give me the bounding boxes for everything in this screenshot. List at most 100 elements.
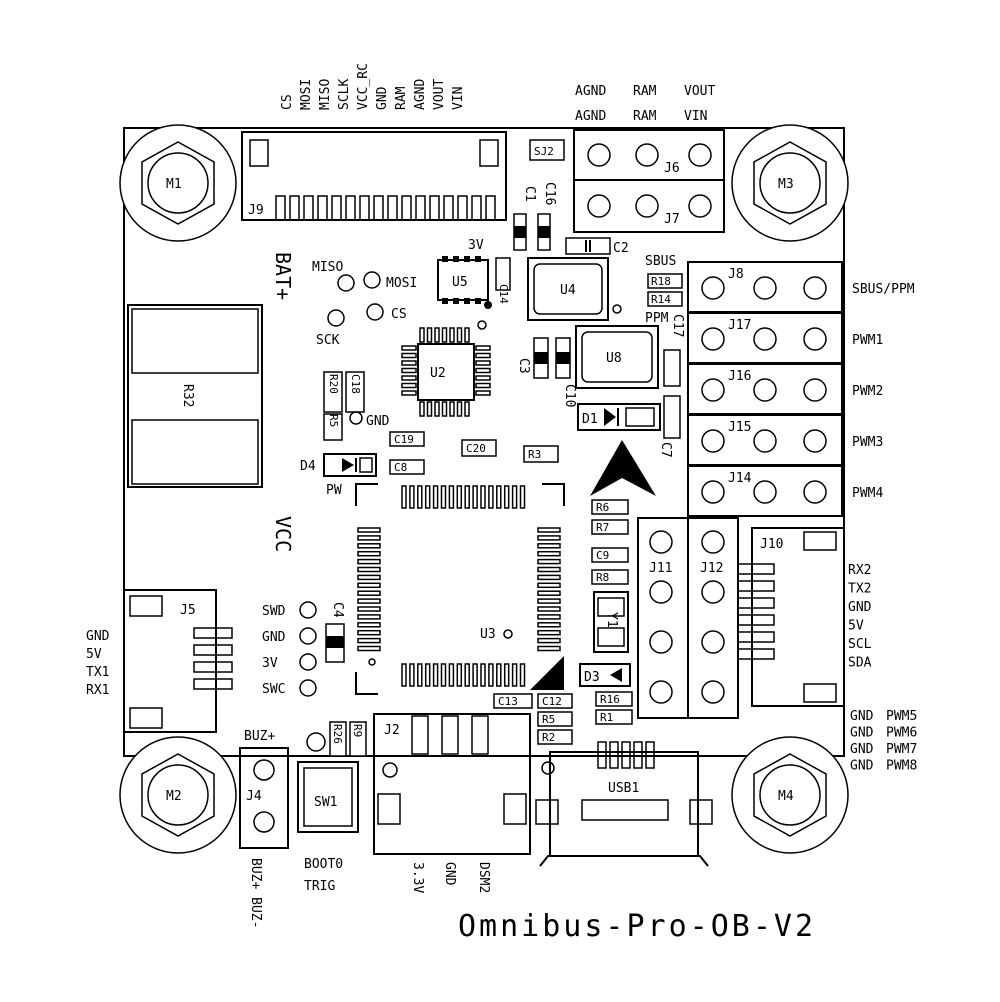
- pwm-header-label: SBUS/PPM: [852, 282, 915, 297]
- pad-sck-label: SCK: [316, 333, 340, 348]
- j9-pin-0: VIN: [451, 87, 466, 110]
- video-bottom-2: VIN: [684, 109, 707, 124]
- resistor-r16: R16: [595, 691, 633, 707]
- c2-label: C2: [613, 241, 629, 256]
- j10-pin-0: RX2: [848, 563, 871, 578]
- j9-ref: J9: [248, 203, 264, 218]
- j10-ref: J10: [760, 537, 783, 552]
- j6-label: J6: [664, 161, 680, 176]
- u4-label: U4: [560, 283, 576, 298]
- j10-pin-4: SCL: [848, 637, 872, 652]
- c20-label: C20: [466, 442, 486, 455]
- j9-pin-1: VOUT: [432, 79, 447, 110]
- j2-pin-1: GND: [442, 862, 457, 886]
- bat-plus-label: BAT+: [271, 252, 295, 300]
- c1-label: C1: [522, 186, 537, 202]
- mount-hole-m4: M4: [731, 736, 849, 854]
- cap-c19: C19: [389, 431, 425, 447]
- j5-pin-1: 5V: [86, 647, 102, 662]
- r6-label: R6: [596, 501, 609, 514]
- c12-label: C12: [542, 695, 562, 708]
- pwm-header-box: [687, 261, 843, 313]
- board-title: Omnibus-Pro-OB-V2: [458, 909, 816, 944]
- sbus-ppm-resistors: SBUS R18 R14 PPM C17: [645, 254, 685, 337]
- pwm-header-box: [687, 465, 843, 517]
- j9-pin-8: MOSI: [299, 79, 314, 110]
- j9-pin-9: CS: [280, 94, 295, 110]
- d4-label: D4: [300, 459, 316, 474]
- jumper-sj2: SJ2: [529, 139, 565, 161]
- pwm-header-label: PWM1: [852, 333, 883, 348]
- c8-label: C8: [394, 461, 407, 474]
- swd-3v-label: 3V: [262, 656, 278, 671]
- video-top-0: AGND: [575, 84, 606, 99]
- buz-label: BUZ+: [244, 729, 275, 744]
- cap-c7: C7: [658, 395, 681, 458]
- cap-c10: C10: [555, 337, 577, 407]
- c9-label: C9: [596, 549, 609, 562]
- j10-pin-1: TX2: [848, 582, 871, 597]
- c19-label: C19: [394, 433, 414, 446]
- d1-label: D1: [582, 412, 598, 427]
- u5-label: U5: [452, 275, 468, 290]
- j2-ref: J2: [384, 723, 400, 738]
- pwm-extra-pwm: PWM7: [886, 742, 917, 757]
- spi-pads: MISO MOSI SCK CS: [312, 260, 417, 348]
- u3-label: U3: [480, 627, 496, 642]
- pwm-extra-pwm: PWM6: [886, 726, 917, 741]
- pwm-header-box: [687, 414, 843, 466]
- resistor-r3: R3: [523, 445, 559, 463]
- m1-label: M1: [166, 177, 182, 192]
- m3-label: M3: [778, 177, 794, 192]
- cap-c20: C20: [461, 439, 497, 457]
- pwm-extra-pwm: PWM8: [886, 759, 917, 774]
- c17-label: C17: [670, 314, 685, 337]
- pwm-header-ref: J8: [728, 267, 744, 282]
- pad-miso-label: MISO: [312, 260, 343, 275]
- pad-mosi-label: MOSI: [386, 276, 417, 291]
- c14-label: C14: [497, 284, 510, 304]
- connector-j9: J9: [241, 131, 507, 221]
- swd-pads: SWD GND 3V SWC C4: [262, 601, 345, 697]
- header-j6-j7: J6 J7: [573, 129, 725, 233]
- resistor-r32: R32: [127, 304, 263, 488]
- c3-label: C3: [516, 358, 531, 374]
- buzzer-j4: BUZ+ J4 BUZ+ BUZ-: [239, 729, 326, 928]
- resistors-r26-r9: R26 R9: [329, 721, 367, 757]
- pwm-header-box: [687, 363, 843, 415]
- j10-pin-2: GND: [848, 600, 872, 615]
- j9-pin-7: MISO: [318, 79, 333, 110]
- swd-label: SWD: [262, 604, 286, 619]
- pwm-extra-gnd: GND: [850, 726, 874, 741]
- passives-left: R20 C18 R5 GND: [323, 371, 390, 441]
- pwm-extra-gnd: GND: [850, 759, 874, 774]
- pwm-header-label: PWM4: [852, 486, 883, 501]
- r8-label: R8: [596, 571, 609, 584]
- j5-ref: J5: [180, 603, 196, 618]
- cap-c3: C3: [516, 337, 549, 379]
- r1-label: R1: [600, 711, 613, 724]
- r20-label: R20: [327, 374, 340, 394]
- cap-c16: C16: [537, 182, 557, 251]
- j10-pin-5: SDA: [848, 656, 872, 671]
- j2-pin-2: DSM2: [476, 862, 491, 893]
- vcc-label: VCC: [271, 516, 295, 552]
- c13-label: C13: [498, 695, 518, 708]
- chip-u8: U8: [575, 325, 681, 389]
- pwm-header-label: PWM2: [852, 384, 883, 399]
- c16-label: C16: [542, 182, 557, 205]
- r26-label: R26: [331, 724, 344, 744]
- connector-j2: J2: [373, 713, 531, 855]
- r5-label: R5: [542, 713, 555, 726]
- j9-pin-3: RAM: [394, 86, 409, 110]
- ppm-small-label: PPM: [645, 311, 669, 326]
- pwm-header-ref: J17: [728, 318, 751, 333]
- chip-u5: U5 C14: [437, 256, 511, 309]
- pwm-extra-pwm: PWM5: [886, 709, 917, 724]
- pwm-header-ref: J14: [728, 471, 752, 486]
- d3-label: D3: [584, 670, 600, 685]
